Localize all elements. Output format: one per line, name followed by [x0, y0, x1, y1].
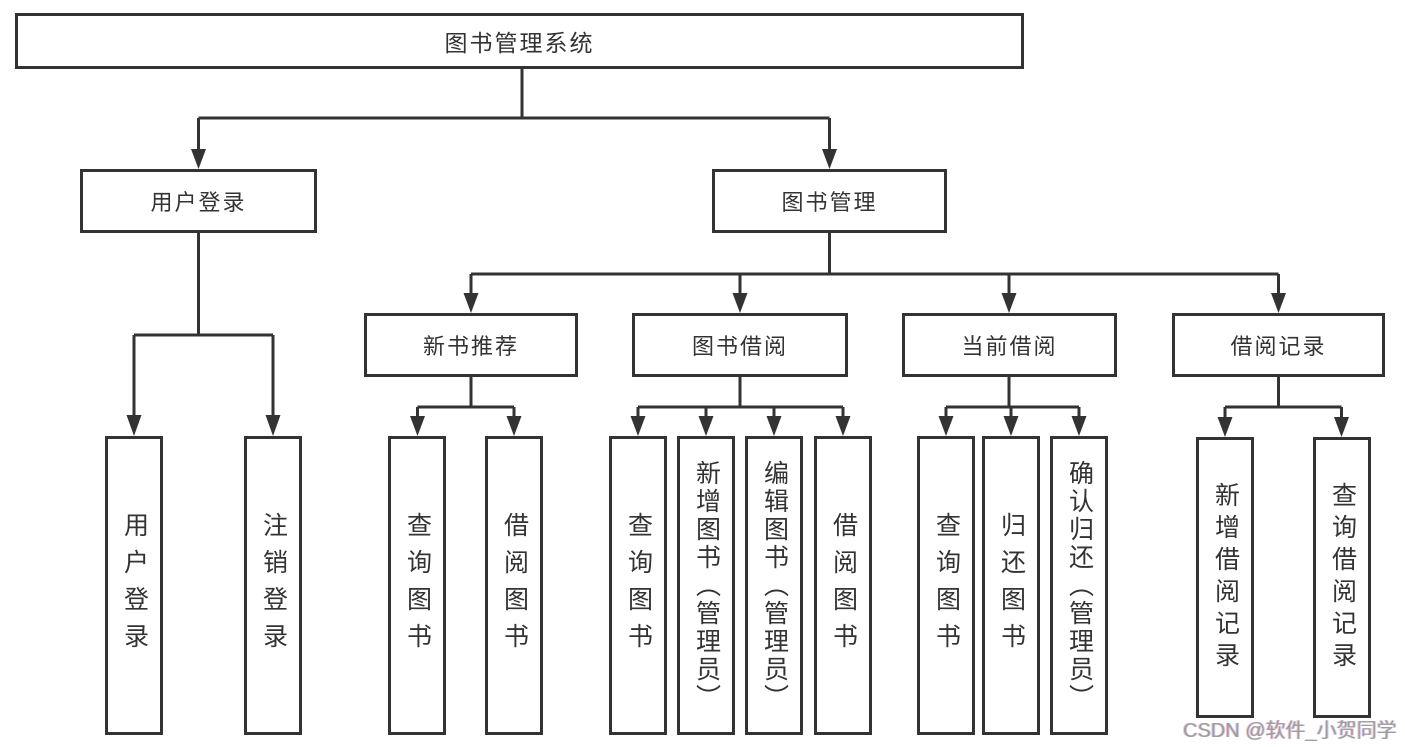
leaf-add-borrow-record: 新增借阅记录 — [1196, 437, 1254, 718]
node-label: 新书推荐 — [422, 334, 519, 359]
node-book-management: 图书管理 — [712, 169, 947, 233]
leaf-label: 归还图书 — [997, 511, 1026, 660]
leaf-query-borrow-record: 查询借阅记录 — [1313, 437, 1371, 718]
leaf-label: 用户登录 — [120, 511, 149, 660]
leaf-label: 新增借阅记录 — [1211, 481, 1240, 674]
leaf-user-login: 用户登录 — [105, 436, 163, 735]
leaf-label: 查询图书 — [932, 511, 961, 660]
leaf-label: 查询借阅记录 — [1328, 481, 1357, 674]
node-borrowing-records: 借阅记录 — [1172, 313, 1385, 377]
leaf-edit-books-admin: 编辑图书（管理员） — [745, 436, 803, 735]
leaf-confirm-return-admin: 确认归还（管理员） — [1050, 436, 1108, 735]
leaf-label: 注销登录 — [259, 511, 288, 660]
node-label: 用户登录 — [150, 190, 247, 215]
leaf-query-books-current: 查询图书 — [917, 436, 975, 735]
leaf-add-books-admin: 新增图书（管理员） — [677, 436, 735, 735]
node-label: 图书管理 — [781, 190, 878, 215]
node-label: 图书管理系统 — [444, 30, 595, 56]
node-label: 当前借阅 — [961, 334, 1058, 359]
node-user-login: 用户登录 — [80, 169, 317, 233]
leaf-query-books-borrow: 查询图书 — [609, 436, 667, 735]
node-label: 图书借阅 — [691, 334, 788, 359]
leaf-label: 编辑图书（管理员） — [760, 459, 789, 712]
leaf-label: 查询图书 — [624, 511, 653, 660]
leaf-borrow-books: 借阅图书 — [814, 436, 872, 735]
leaf-return-books: 归还图书 — [982, 436, 1040, 735]
leaf-label: 新增图书（管理员） — [692, 459, 721, 712]
node-book-borrowing: 图书借阅 — [632, 313, 848, 377]
leaf-label: 确认归还（管理员） — [1065, 459, 1094, 712]
leaf-label: 借阅图书 — [500, 511, 529, 660]
csdn-watermark: CSDN @软件_小贺同学 — [1183, 720, 1397, 742]
leaf-label: 借阅图书 — [829, 511, 858, 660]
node-current-borrowing: 当前借阅 — [902, 313, 1117, 377]
leaf-label: 查询图书 — [403, 511, 432, 660]
leaf-query-books-newbook: 查询图书 — [388, 436, 446, 735]
node-new-book-recommendation: 新书推荐 — [364, 313, 578, 377]
node-label: 借阅记录 — [1230, 334, 1327, 359]
leaf-logout: 注销登录 — [244, 436, 302, 735]
node-library-management-system: 图书管理系统 — [15, 13, 1024, 69]
leaf-borrow-books-newbook: 借阅图书 — [485, 436, 543, 735]
